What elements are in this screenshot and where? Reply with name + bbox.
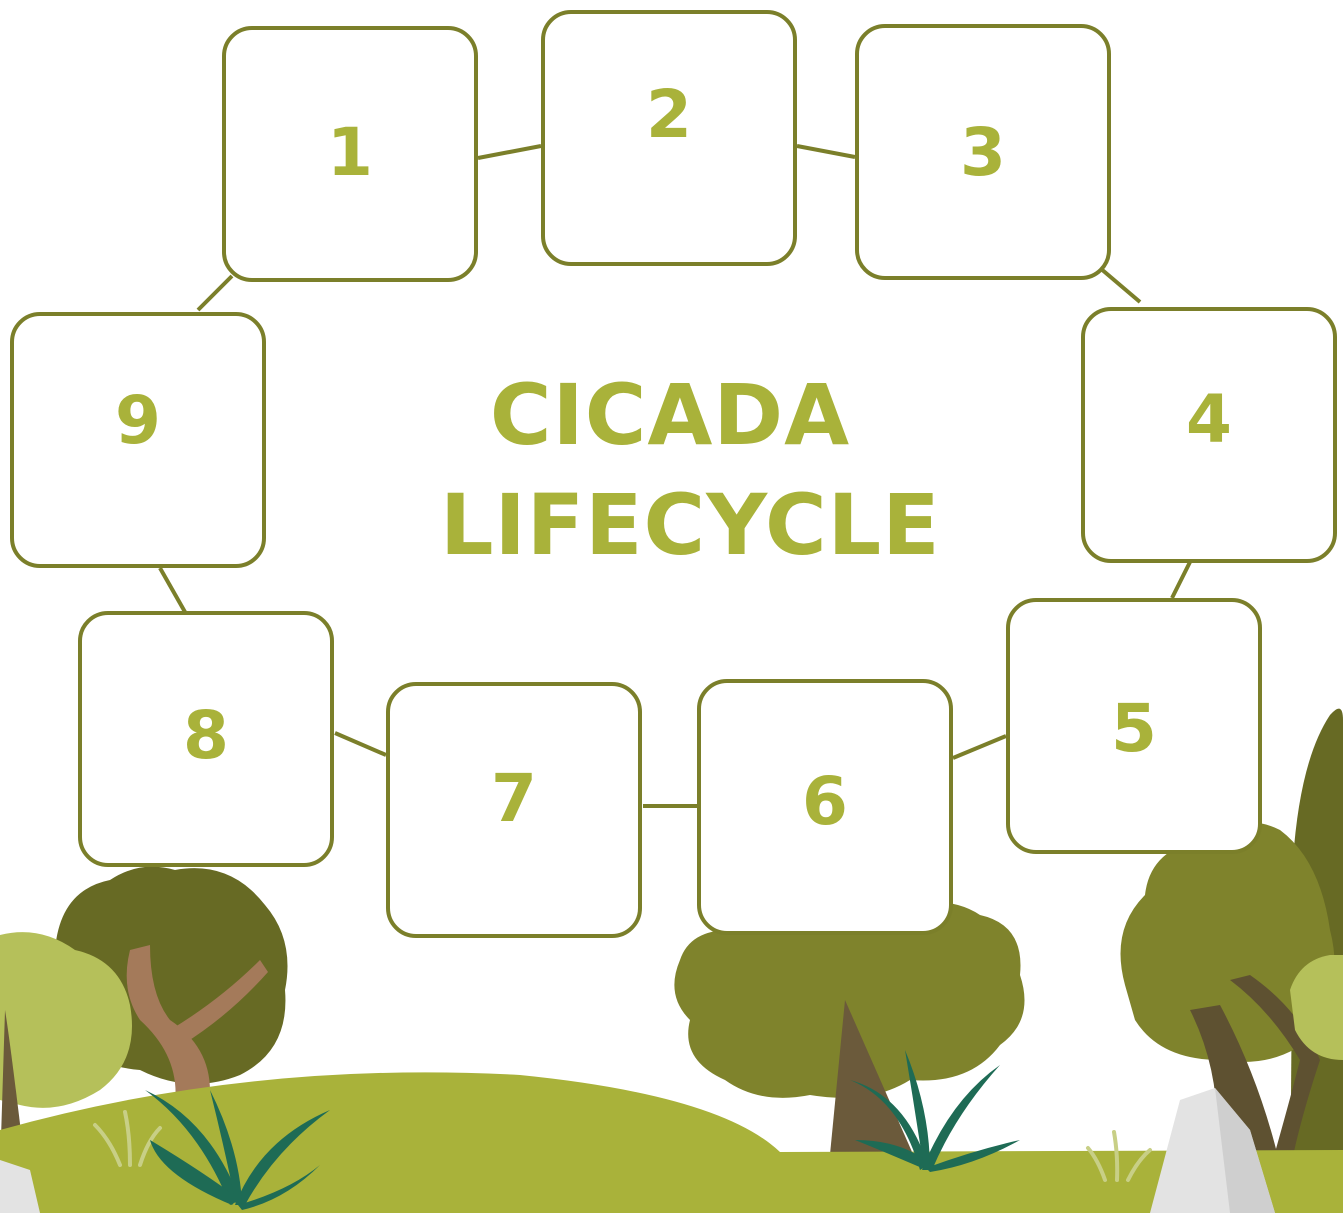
- title-line-2: LIFECYCLE: [440, 476, 941, 574]
- step-box-3: 3: [855, 24, 1111, 280]
- connector-lines: [158, 144, 1192, 808]
- title-line-1: CICADA: [489, 366, 851, 464]
- step-box-4: 4: [1081, 307, 1337, 563]
- step-number: 4: [1186, 381, 1232, 458]
- step-box-2: 2: [541, 10, 797, 266]
- step-box-6: 6: [697, 679, 953, 935]
- step-number: 3: [960, 114, 1006, 191]
- right-tree: [1120, 822, 1343, 1170]
- leaf-plant-left: [145, 1090, 330, 1210]
- left-rock: [0, 1160, 40, 1213]
- step-number: 1: [327, 114, 373, 191]
- leaf-plant-center: [850, 1050, 1020, 1172]
- grass-tufts: [93, 1110, 1152, 1182]
- step-box-5: 5: [1006, 598, 1262, 854]
- center-tree: [674, 898, 1025, 1175]
- step-box-7: 7: [386, 682, 642, 938]
- step-number: 8: [183, 697, 229, 774]
- step-number: 9: [115, 382, 161, 459]
- diagram-title: CICADA LIFECYCLE: [440, 360, 941, 580]
- rock-shade: [1215, 1088, 1275, 1213]
- step-number: 7: [491, 760, 537, 837]
- ground-hill: [0, 1072, 1343, 1213]
- step-box-8: 8: [78, 611, 334, 867]
- step-box-1: 1: [222, 26, 478, 282]
- step-number: 2: [646, 76, 692, 153]
- step-number: 5: [1111, 690, 1157, 767]
- step-number: 6: [802, 763, 848, 840]
- step-box-9: 9: [10, 312, 266, 568]
